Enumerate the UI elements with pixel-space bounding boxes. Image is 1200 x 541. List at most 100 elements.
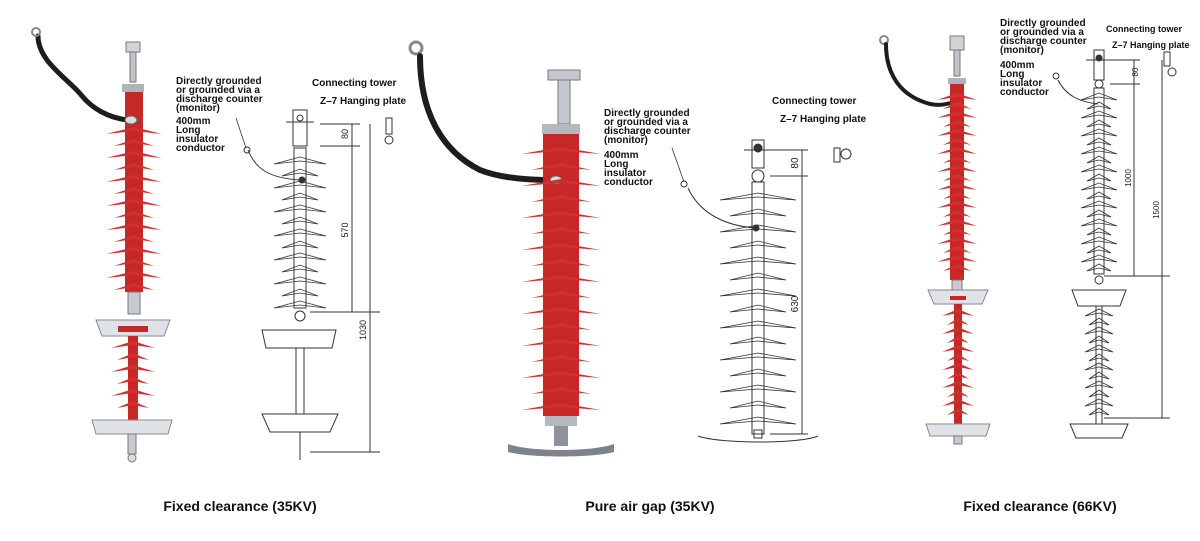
shed: [1086, 173, 1112, 182]
red-insulator-photo-1: [31, 27, 173, 463]
shed: [942, 327, 974, 334]
shed: [531, 163, 591, 170]
shed: [281, 192, 319, 201]
shed: [281, 216, 319, 225]
shed: [1088, 389, 1110, 398]
shed: [114, 163, 154, 170]
panel-fixed-35kv: 80 570 1030 Directly grounded or grounde…: [31, 27, 407, 463]
shed: [281, 168, 319, 177]
label-connecting-tower-1: Connecting tower: [312, 78, 397, 89]
label-conductor-line1-3: 400mm: [1000, 60, 1035, 71]
shed: [943, 102, 971, 109]
label-grounded-line4-2: (monitor): [604, 135, 648, 146]
shed: [114, 235, 154, 242]
label-conductor-line3-2: insulator: [604, 168, 646, 179]
label-conductor-line3-1: insulator: [176, 134, 218, 145]
shed: [1088, 353, 1110, 362]
shed: [117, 353, 149, 360]
shed: [531, 259, 591, 266]
shed: [729, 304, 787, 313]
shed: [1086, 209, 1112, 218]
shed: [114, 187, 154, 194]
shed: [1086, 227, 1112, 236]
label-conductor-line2-3: Long: [1000, 69, 1024, 80]
shed: [521, 307, 601, 314]
shed: [1086, 263, 1112, 272]
shed: [531, 291, 591, 298]
shed: [117, 377, 149, 384]
dim-630-2: 630: [790, 295, 801, 312]
shed: [273, 300, 327, 309]
shed: [943, 246, 971, 253]
label-conductor-line4-3: conductor: [1000, 87, 1049, 98]
shed: [1086, 119, 1112, 128]
label-conductor-line1-1: 400mm: [176, 116, 211, 127]
shed: [521, 339, 601, 346]
shed: [1088, 371, 1110, 380]
shed: [114, 283, 154, 290]
shed: [111, 341, 155, 348]
shed: [106, 199, 162, 206]
shed: [531, 387, 591, 394]
shed: [273, 156, 327, 165]
label-conductor-line1-2: 400mm: [604, 150, 639, 161]
label-conductor-line4-1: conductor: [176, 143, 225, 154]
shed: [1080, 254, 1118, 263]
dim-1030-1: 1030: [358, 320, 368, 340]
shed: [937, 219, 977, 226]
shed: [947, 354, 969, 361]
red-sheds-lower-1: [111, 341, 155, 408]
label-conductor-line3-3: insulator: [1000, 78, 1042, 89]
shed: [521, 179, 601, 186]
label-connecting-tower-2: Connecting tower: [772, 96, 857, 107]
caption-fixed-35kv: Fixed clearance (35KV): [163, 498, 317, 514]
shed: [947, 372, 969, 379]
shed: [106, 223, 162, 230]
label-grounded-line2-3: or grounded via a: [1000, 27, 1084, 38]
shed: [281, 240, 319, 249]
label-grounded-line4-1: (monitor): [176, 103, 220, 114]
label-grounded-line2-1: or grounded via a: [176, 85, 260, 96]
red-insulator-photo-2: [408, 40, 614, 457]
shed: [1084, 398, 1114, 407]
label-grounded-line1-3: Directly grounded: [1000, 18, 1086, 29]
label-connecting-tower-3: Connecting tower: [1106, 24, 1182, 34]
shed: [531, 323, 591, 330]
shed: [521, 243, 601, 250]
caption-air-gap-35kv: Pure air gap (35KV): [585, 498, 715, 514]
shed: [942, 345, 974, 352]
dim-80-3: 80: [1131, 67, 1140, 76]
label-hanging-plate-3: Z–7 Hanging plate: [1112, 40, 1190, 50]
shed: [943, 138, 971, 145]
red-sheds-2: [521, 147, 601, 410]
shed: [106, 151, 162, 158]
shed: [942, 381, 974, 388]
label-grounded-line4-3: (monitor): [1000, 45, 1044, 56]
panel-air-gap-35kv: 80 630 Directly grounded or grounded via…: [408, 40, 867, 457]
shed: [521, 371, 601, 378]
shed: [937, 201, 977, 208]
line-drawing-2: [680, 139, 852, 443]
label-conductor-line2-2: Long: [604, 159, 628, 170]
shed: [943, 210, 971, 217]
shed: [1088, 407, 1110, 416]
shed: [937, 93, 977, 100]
dim-80-2: 80: [790, 157, 801, 169]
shed: [719, 320, 797, 329]
shed: [937, 147, 977, 154]
dim-570-1: 570: [340, 222, 350, 237]
shed: [521, 211, 601, 218]
shed: [1080, 182, 1118, 191]
shed: [1086, 191, 1112, 200]
shed: [942, 309, 974, 316]
panel-fixed-66kv: 80 1000 1500 Directly grounded or ground…: [879, 18, 1190, 445]
shed: [719, 384, 797, 393]
caption-fixed-66kv: Fixed clearance (66KV): [963, 498, 1117, 514]
shed: [729, 400, 787, 409]
red-sheds-lower-3: [942, 309, 974, 415]
red-insulator-photo-3: [879, 35, 991, 445]
shed: [1084, 344, 1114, 353]
label-grounded-line1-1: Directly grounded: [176, 76, 262, 87]
shed: [1080, 128, 1118, 137]
